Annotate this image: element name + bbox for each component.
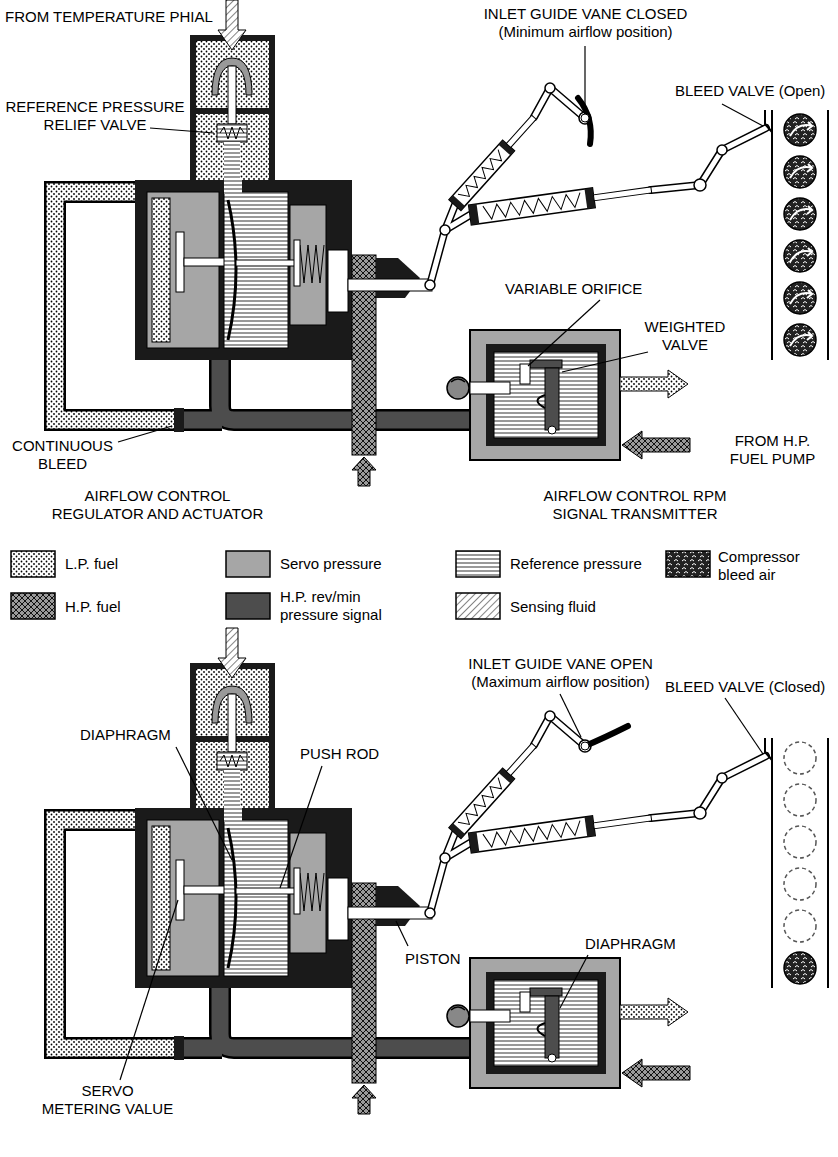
callout-label: AIRFLOW CONTROL REGULATOR AND ACTUATOR: [45, 487, 270, 523]
legend-swatch: [455, 592, 501, 620]
upper-state: [784, 324, 816, 356]
upper-state: [790, 122, 812, 346]
lower-state: [784, 910, 816, 942]
lower-state: [581, 726, 816, 984]
callout-label: VARIABLE ORIFICE: [505, 280, 665, 298]
callout-label: PUSH ROD: [300, 745, 400, 763]
legend-swatch: [10, 550, 56, 578]
lower-state: [784, 742, 816, 774]
legend-swatch: [226, 593, 270, 619]
callout-label: DIAPHRAGM: [80, 726, 190, 744]
legend-label: Compressor bleed air: [718, 548, 818, 584]
legend-label: Sensing fluid: [510, 598, 660, 616]
leader-line: [584, 46, 585, 108]
upper-state: [790, 332, 812, 346]
lower-state: [784, 952, 816, 984]
legend-swatch: [665, 550, 711, 578]
upper-state: [790, 122, 812, 136]
lower-state: [581, 742, 589, 750]
legend-swatch: [456, 551, 500, 577]
callout-label: REFERENCE PRESSURE RELIEF VALVE: [5, 98, 185, 134]
lower-state: [585, 726, 628, 746]
legend-swatch: [455, 550, 501, 578]
legend-swatch: [225, 592, 271, 620]
leader-line: [280, 766, 322, 888]
callout-label: INLET GUIDE VANE CLOSED (Minimum airflow…: [478, 5, 693, 41]
callout-label: PISTON: [405, 950, 467, 968]
upper-state: [784, 114, 816, 356]
leader-line: [396, 921, 408, 946]
legend-label: H.P. rev/min pressure signal: [280, 588, 400, 624]
leader-line: [150, 128, 214, 133]
leader-line: [560, 694, 581, 737]
lower-mechanism: [55, 628, 828, 1114]
upper-state: [784, 198, 816, 230]
legend-label: Reference pressure: [510, 555, 660, 573]
upper-state: [790, 290, 812, 304]
legend-label: Servo pressure: [280, 555, 440, 573]
legend-swatch: [226, 551, 270, 577]
leader-line: [176, 747, 232, 860]
leader-line: [722, 104, 763, 126]
callout-label: FROM H.P. FUEL PUMP: [715, 432, 830, 468]
leader-line: [528, 300, 600, 366]
callout-label: FROM TEMPERATURE PHIAL: [5, 8, 235, 26]
legend-swatch: [10, 592, 56, 620]
legend-swatch: [11, 593, 55, 619]
leader-line: [560, 955, 588, 1008]
lower-state: [784, 826, 816, 858]
callout-label: WEIGHTED VALVE: [640, 318, 730, 354]
upper-state: [784, 114, 816, 146]
upper-state: [578, 98, 816, 356]
leader-line: [725, 698, 763, 754]
callout-label: DIAPHRAGM: [585, 935, 695, 953]
upper-state: [790, 206, 812, 220]
leader-line: [120, 900, 178, 1080]
upper-state: [790, 248, 812, 262]
lower-state: [784, 868, 816, 900]
upper-state: [784, 240, 816, 272]
legend-swatch: [666, 551, 710, 577]
legend-label: H.P. fuel: [65, 598, 205, 616]
upper-state: [784, 282, 816, 314]
lower-state: [784, 784, 816, 816]
leader-line: [118, 46, 763, 1080]
legend-swatch: [225, 550, 271, 578]
leader-line: [562, 352, 648, 372]
legend-swatch: [11, 551, 55, 577]
upper-state: [581, 114, 589, 122]
upper-state: [784, 156, 816, 188]
upper-state: [790, 164, 812, 178]
callout-label: AIRFLOW CONTROL RPM SIGNAL TRANSMITTER: [530, 487, 740, 523]
callout-label: BLEED VALVE (Open): [675, 82, 835, 100]
callout-label: CONTINUOUS BLEED: [5, 437, 120, 473]
leader-line: [118, 426, 172, 442]
lower-state: [784, 742, 816, 942]
callout-label: SERVO METERING VALUE: [40, 1082, 175, 1118]
legend-swatch: [456, 593, 500, 619]
upper-mechanism: [55, 0, 828, 486]
callout-label: INLET GUIDE VANE OPEN (Maximum airflow p…: [453, 655, 668, 691]
callout-label: BLEED VALVE (Closed): [665, 678, 833, 696]
legend-label: L.P. fuel: [65, 555, 205, 573]
